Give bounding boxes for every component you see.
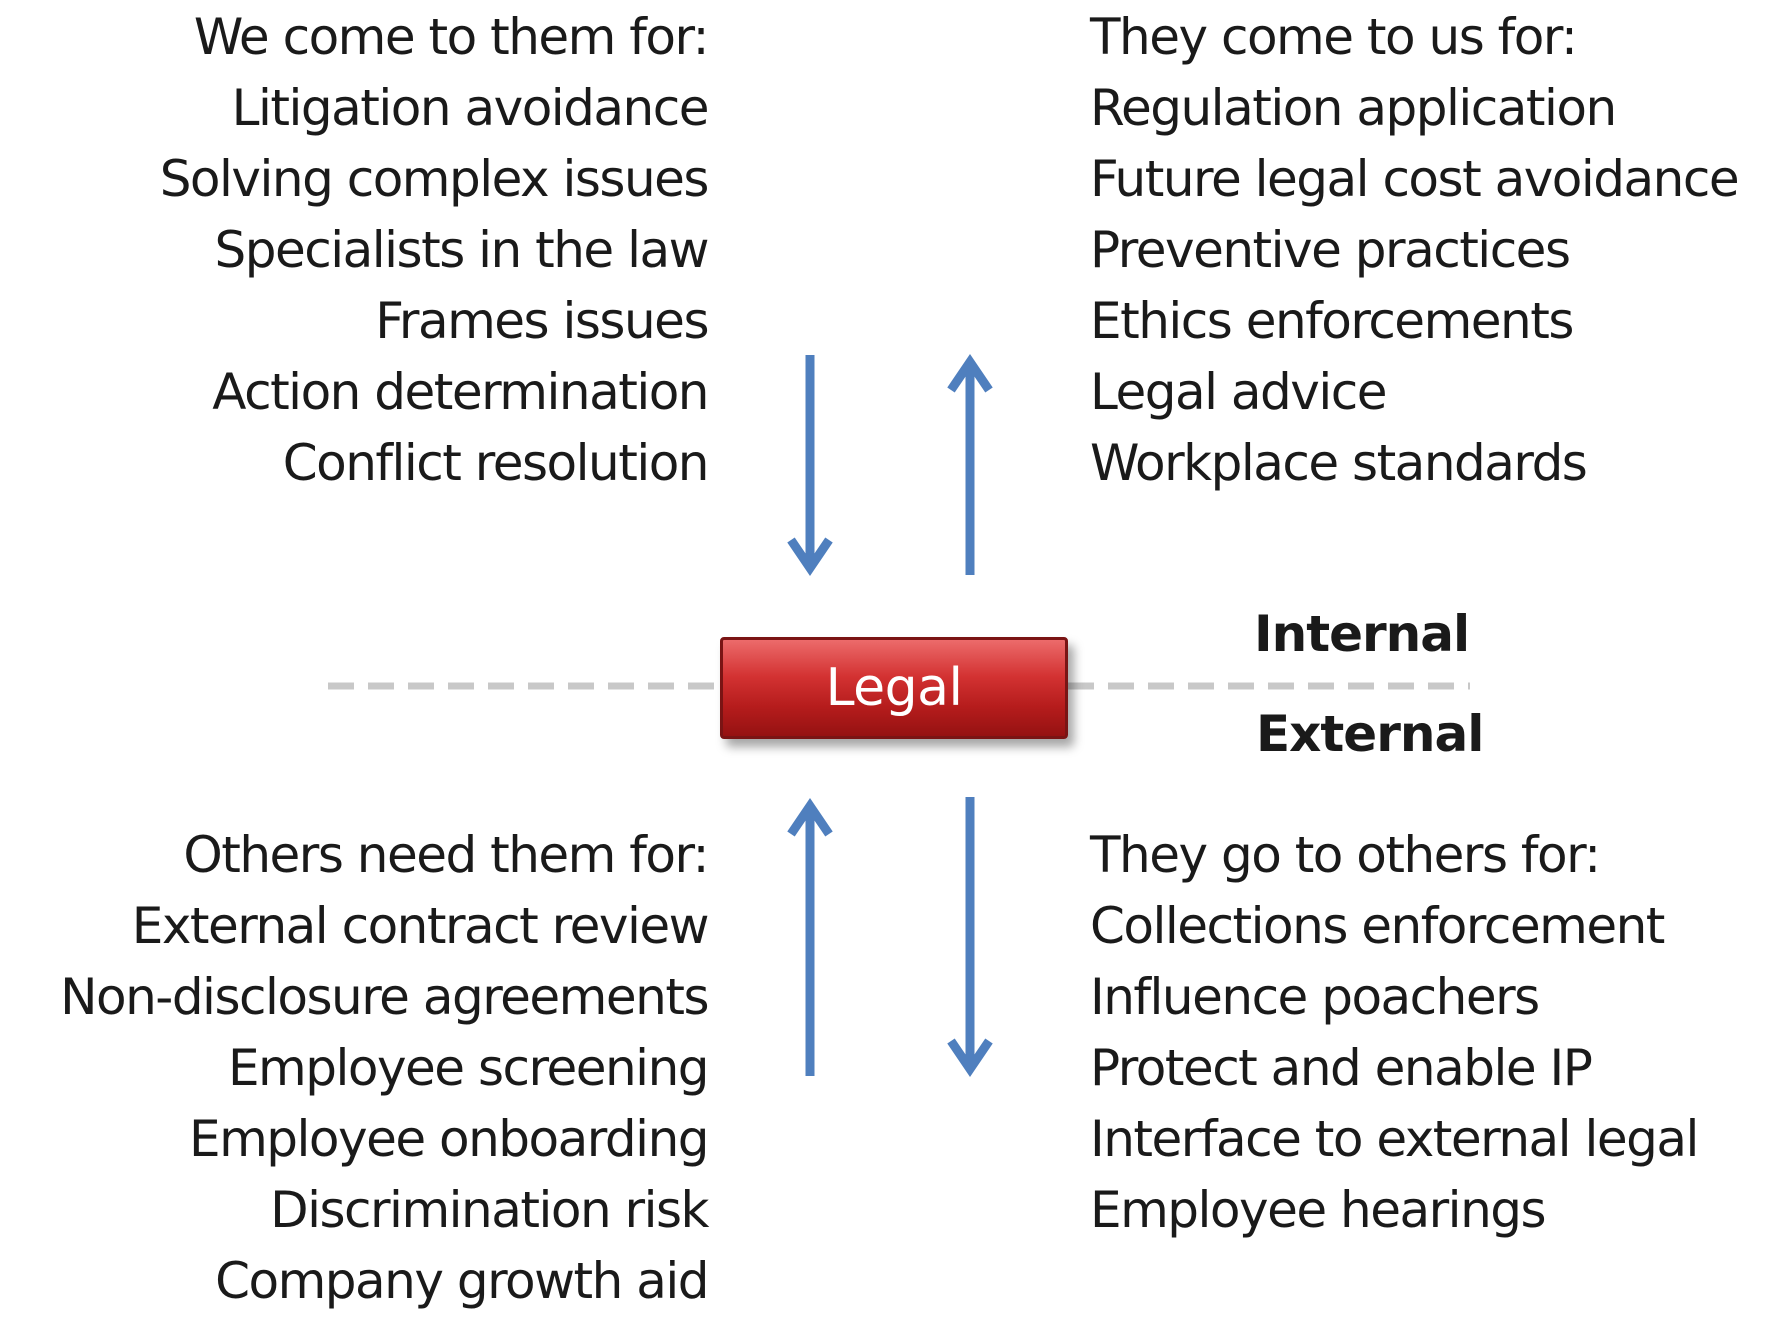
external-label: External <box>1256 705 1484 763</box>
arrow-up-bottom-left <box>787 797 833 1076</box>
quadrant-top-left: We come to them for: Litigation avoidanc… <box>159 2 710 499</box>
quadrant-heading: Others need them for: <box>183 826 709 884</box>
list-item: Action determination <box>212 363 709 421</box>
list-item: Regulation application <box>1090 79 1617 137</box>
quadrant-heading: We come to them for: <box>193 8 710 66</box>
list-item: Influence poachers <box>1090 968 1540 1026</box>
list-item: Collections enforcement <box>1090 897 1665 955</box>
list-item: Legal advice <box>1090 363 1388 421</box>
list-item: Frames issues <box>375 292 709 350</box>
list-item: Litigation avoidance <box>231 79 710 137</box>
list-item: Protect and enable IP <box>1090 1039 1593 1097</box>
quadrant-heading: They go to others for: <box>1090 826 1601 884</box>
internal-label: Internal <box>1254 605 1470 663</box>
quadrant-top-right: They come to us for: Regulation applicat… <box>1090 2 1740 499</box>
list-item: Employee hearings <box>1090 1181 1547 1239</box>
list-item: Employee onboarding <box>188 1110 710 1168</box>
list-item: Interface to external legal <box>1090 1110 1699 1168</box>
list-item: Employee screening <box>227 1039 710 1097</box>
arrow-up-top-right <box>947 353 993 575</box>
arrow-down-bottom-right <box>947 797 993 1078</box>
list-item: Solving complex issues <box>159 150 710 208</box>
list-item: External contract review <box>131 897 710 955</box>
list-item: Company growth aid <box>215 1252 709 1310</box>
legal-node: Legal <box>720 637 1068 739</box>
list-item: Preventive practices <box>1090 221 1571 279</box>
list-item: Workplace standards <box>1090 434 1588 492</box>
list-item: Discrimination risk <box>270 1181 709 1239</box>
list-item: Future legal cost avoidance <box>1090 150 1740 208</box>
list-item: Conflict resolution <box>282 434 710 492</box>
list-item: Non-disclosure agreements <box>60 968 709 1026</box>
quadrant-bottom-left: Others need them for: External contract … <box>60 820 710 1317</box>
quadrant-heading: They come to us for: <box>1090 8 1578 66</box>
list-item: Ethics enforcements <box>1090 292 1574 350</box>
list-item: Specialists in the law <box>214 221 710 279</box>
legal-node-label: Legal <box>825 658 963 718</box>
arrow-down-top-left <box>787 355 833 577</box>
quadrant-bottom-right: They go to others for: Collections enfor… <box>1090 820 1699 1246</box>
